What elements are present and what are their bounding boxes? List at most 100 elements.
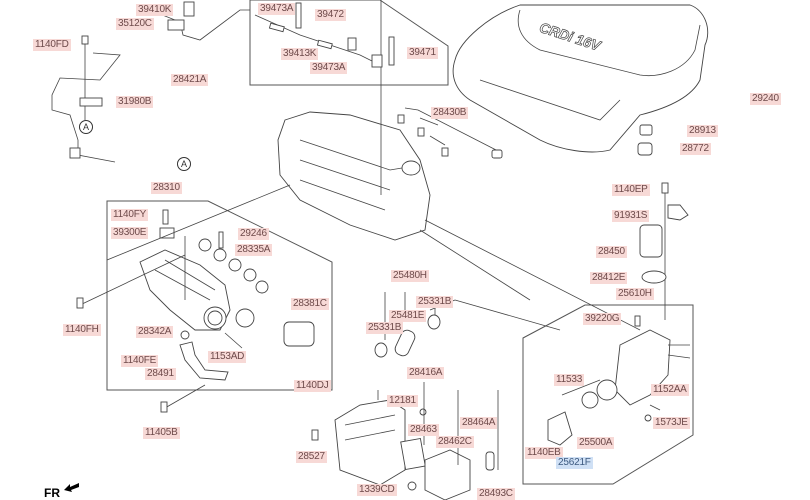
part-label-28416A[interactable]: 28416A <box>407 367 445 379</box>
part-label-1140FH[interactable]: 1140FH <box>63 324 101 336</box>
hose-clamp-25331B-1 <box>374 342 388 358</box>
part-label-1339CD[interactable]: 1339CD <box>357 484 397 496</box>
part-label-35120C[interactable]: 35120C <box>116 18 154 30</box>
gasket-28463 <box>400 437 426 471</box>
tube-bracket <box>69 147 81 159</box>
part-label-39472[interactable]: 39472 <box>315 9 346 21</box>
nut-12181 <box>419 408 427 416</box>
part-label-1140FD[interactable]: 1140FD <box>33 39 71 51</box>
part-label-28463[interactable]: 28463 <box>408 424 439 436</box>
sensor-29246 <box>218 231 224 249</box>
part-label-28462C[interactable]: 28462C <box>436 436 474 448</box>
vacuum-tube-28421A <box>51 52 121 163</box>
part-label-39410K[interactable]: 39410K <box>136 4 174 16</box>
bolt-1140FY <box>162 209 169 225</box>
front-direction-label: FR <box>44 486 60 500</box>
throttle-body <box>235 308 255 328</box>
bolt-1140EP <box>661 182 669 194</box>
part-label-12181[interactable]: 12181 <box>387 395 418 407</box>
part-label-28335A[interactable]: 28335A <box>235 244 273 256</box>
part-label-25481E[interactable]: 25481E <box>389 310 427 322</box>
part-label-39471[interactable]: 39471 <box>407 47 438 59</box>
part-label-39473A-bottom[interactable]: 39473A <box>310 62 348 74</box>
sensor-35120C <box>167 19 185 31</box>
gasket-28342A <box>180 330 190 340</box>
part-label-28412E[interactable]: 28412E <box>590 272 628 284</box>
part-label-11405B[interactable]: 11405B <box>143 427 180 439</box>
thermostat-group-box <box>522 304 694 485</box>
manifold-gasket-28335A <box>198 238 269 294</box>
part-label-28381C[interactable]: 28381C <box>291 298 329 310</box>
part-label-1573JE[interactable]: 1573JE <box>653 417 690 429</box>
part-label-25610H[interactable]: 25610H <box>616 288 654 300</box>
part-label-28430B[interactable]: 28430B <box>431 107 469 119</box>
part-label-25500A[interactable]: 25500A <box>577 437 615 449</box>
part-label-1140EB[interactable]: 1140EB <box>525 447 563 459</box>
part-label-39300E[interactable]: 39300E <box>111 227 149 239</box>
cylinder-head <box>277 111 431 241</box>
thermostat-gasket <box>596 379 618 401</box>
sensor-39220G <box>634 315 641 327</box>
hose-25481E <box>394 329 416 357</box>
part-label-28913[interactable]: 28913 <box>687 125 718 137</box>
hose-clamp-25331B-2 <box>427 314 441 330</box>
gasket-28412E <box>641 270 667 284</box>
part-label-1153AD[interactable]: 1153AD <box>208 351 247 363</box>
injector-connector-3 <box>441 147 449 157</box>
egr-cooler-28416A <box>334 399 406 486</box>
bolt-1140FD <box>81 35 89 45</box>
egr-valve-28381C <box>283 321 315 347</box>
injector-connector-1 <box>397 114 405 124</box>
part-label-29246[interactable]: 29246 <box>238 228 269 240</box>
front-direction-arrow-icon <box>64 483 79 492</box>
sensor-39410K <box>183 1 195 17</box>
part-label-28527[interactable]: 28527 <box>296 451 327 463</box>
part-label-28450[interactable]: 28450 <box>596 246 627 258</box>
part-label-1140FY[interactable]: 1140FY <box>111 209 149 221</box>
bolt-11405B <box>160 401 168 413</box>
callout-a-left: A <box>79 120 93 134</box>
part-label-31980B[interactable]: 31980B <box>116 96 154 108</box>
part-label-39220G[interactable]: 39220G <box>583 313 622 325</box>
part-label-28493C[interactable]: 28493C <box>477 488 515 500</box>
part-label-28464A[interactable]: 28464A <box>460 417 498 429</box>
nut-1339CD <box>407 481 417 491</box>
harness-plug <box>491 149 503 159</box>
part-label-28342A[interactable]: 28342A <box>136 326 174 338</box>
bracket-31980B <box>79 97 103 107</box>
part-label-28310[interactable]: 28310 <box>151 182 182 194</box>
part-label-91931S[interactable]: 91931S <box>612 210 650 222</box>
part-label-25480H[interactable]: 25480H <box>391 270 429 282</box>
sensor-39300E <box>159 227 175 239</box>
part-label-28421A[interactable]: 28421A <box>171 74 209 86</box>
thermostat-cover-25621F <box>547 411 573 446</box>
part-label-1140FE[interactable]: 1140FE <box>121 355 159 367</box>
egr-valve-28462C <box>424 449 471 500</box>
sensor-group-box <box>249 0 449 86</box>
part-label-11533[interactable]: 11533 <box>554 374 585 386</box>
part-label-25331B-left[interactable]: 25331B <box>366 322 404 334</box>
part-label-28772[interactable]: 28772 <box>680 143 711 155</box>
part-label-28491[interactable]: 28491 <box>145 368 176 380</box>
part-label-1140EP[interactable]: 1140EP <box>612 184 650 196</box>
bolt-1140FH <box>76 297 84 309</box>
part-label-39473A-top[interactable]: 39473A <box>258 3 296 15</box>
injector-harness <box>404 107 501 153</box>
part-label-29240[interactable]: 29240 <box>750 93 781 105</box>
part-label-25621F[interactable]: 25621F <box>556 457 593 469</box>
part-label-1140DJ[interactable]: 1140DJ <box>294 380 331 392</box>
part-label-39413K[interactable]: 39413K <box>281 48 319 60</box>
thermostat-25500A <box>581 391 599 409</box>
intake-manifold-group-box <box>106 200 333 391</box>
part-label-25331B-right[interactable]: 25331B <box>416 296 454 308</box>
actuator-28450 <box>639 224 663 258</box>
bracket-91931S <box>667 204 689 221</box>
part-label-1152AA[interactable]: 1152AA <box>651 384 689 396</box>
bolt-28527 <box>311 429 319 441</box>
egr-pipe-28491 <box>179 341 229 381</box>
oring-1573JE <box>644 414 652 422</box>
engine-cover: CRDi 16V <box>452 4 709 153</box>
injector-connector-2 <box>417 127 425 137</box>
cover-grommet-28913 <box>639 124 653 136</box>
